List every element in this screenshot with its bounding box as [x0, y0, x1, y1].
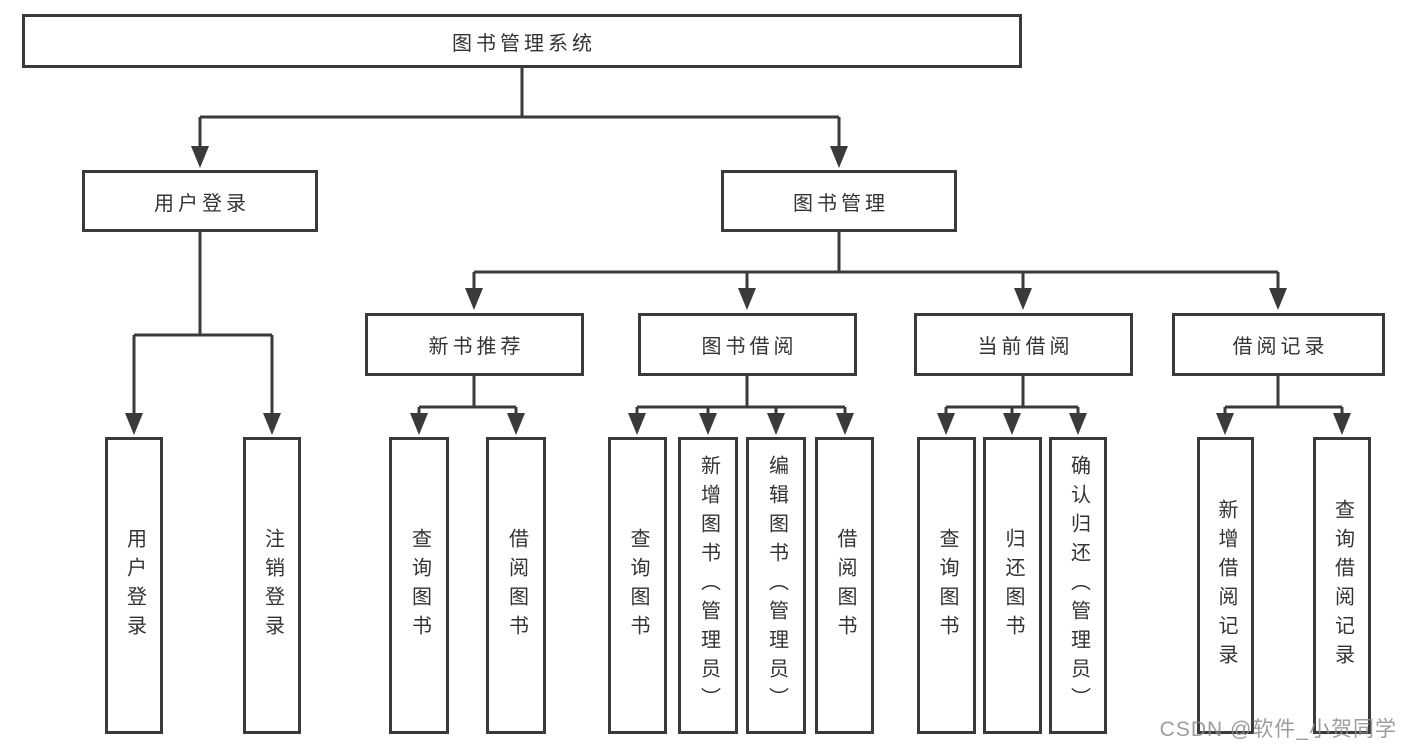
arrowheads	[125, 146, 1351, 435]
leaf-logout: 注销登录	[243, 437, 301, 734]
leaf-user-login: 用户登录	[105, 437, 163, 734]
leaf-edit-book-admin: 编辑图书（管理员）	[746, 437, 806, 734]
leaf-query-books-current: 查询图书	[917, 437, 976, 734]
leaf-query-borrow-record: 查询借阅记录	[1313, 437, 1371, 734]
leaf-borrow-books: 借阅图书	[815, 437, 874, 734]
leaf-query-books-borrow-label: 查询图书	[627, 527, 649, 644]
node-book-borrow-label: 图书借阅	[701, 336, 798, 358]
leaf-query-books-borrow: 查询图书	[608, 437, 667, 734]
leaf-add-book-admin-label: 新增图书（管理员）	[697, 455, 720, 716]
leaf-query-borrow-record-label: 查询借阅记录	[1331, 498, 1354, 673]
node-root: 图书管理系统	[22, 14, 1022, 68]
leaf-add-borrow-record: 新增借阅记录	[1197, 437, 1254, 734]
leaf-add-book-admin: 新增图书（管理员）	[678, 437, 738, 734]
node-new-book-recommend-label: 新书推荐	[428, 336, 525, 358]
leaf-query-books-recommend: 查询图书	[389, 437, 449, 734]
node-current-borrow: 当前借阅	[914, 313, 1133, 376]
leaf-return-books-label: 归还图书	[1002, 527, 1024, 644]
node-root-label: 图书管理系统	[452, 32, 596, 55]
leaf-query-books-recommend-label: 查询图书	[408, 527, 431, 644]
leaf-query-books-current-label: 查询图书	[936, 527, 958, 644]
leaf-return-books: 归还图书	[983, 437, 1042, 734]
leaf-borrow-books-label: 借阅图书	[834, 527, 856, 644]
node-book-borrow: 图书借阅	[638, 313, 857, 376]
node-new-book-recommend: 新书推荐	[365, 313, 584, 376]
leaf-confirm-return-admin: 确认归还（管理员）	[1049, 437, 1107, 734]
node-book-management: 图书管理	[721, 170, 957, 232]
node-borrow-records: 借阅记录	[1172, 313, 1385, 376]
leaf-edit-book-admin-label: 编辑图书（管理员）	[765, 455, 788, 716]
leaf-borrow-books-recommend-label: 借阅图书	[505, 527, 528, 644]
node-book-management-label: 图书管理	[793, 192, 889, 215]
node-current-borrow-label: 当前借阅	[977, 336, 1074, 358]
leaf-borrow-books-recommend: 借阅图书	[486, 437, 546, 734]
leaf-add-borrow-record-label: 新增借阅记录	[1215, 498, 1237, 673]
leaf-logout-label: 注销登录	[261, 527, 284, 644]
node-user-login-label: 用户登录	[154, 192, 250, 215]
node-user-login: 用户登录	[82, 170, 318, 232]
leaf-user-login-label: 用户登录	[123, 527, 146, 644]
csdn-watermark: CSDN @软件_小贺同学	[1159, 718, 1397, 741]
leaf-confirm-return-admin-label: 确认归还（管理员）	[1067, 455, 1090, 716]
node-borrow-records-label: 借阅记录	[1232, 336, 1329, 358]
